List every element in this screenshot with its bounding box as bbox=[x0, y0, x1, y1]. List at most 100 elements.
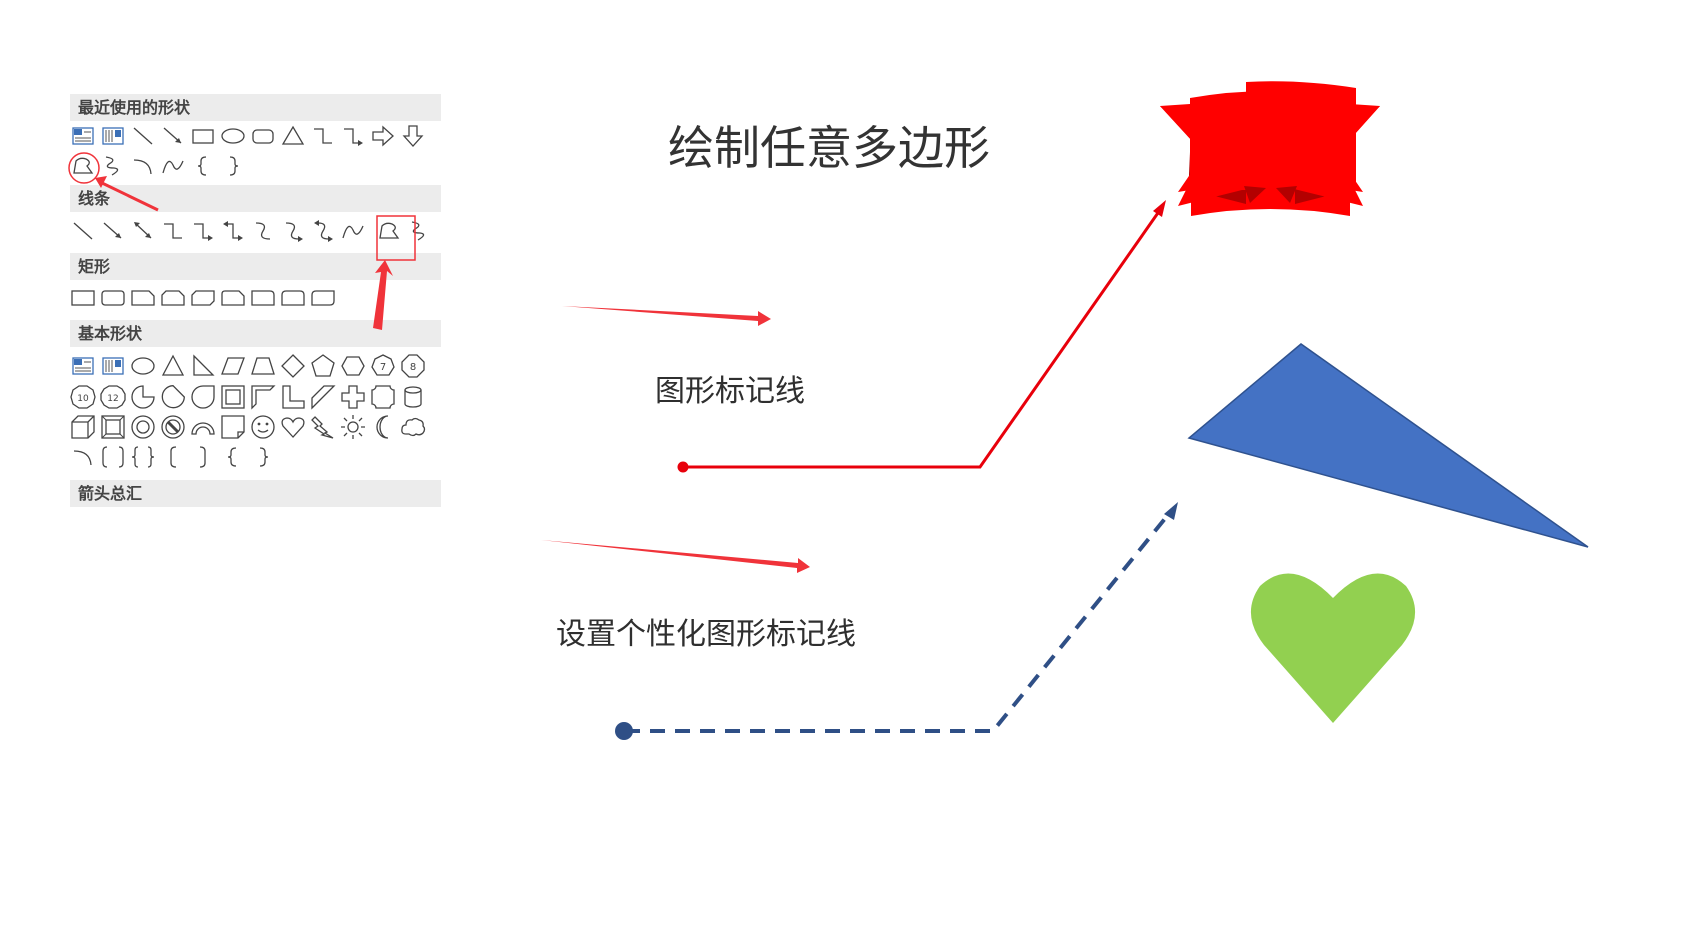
right-bracket-icon[interactable] bbox=[190, 444, 216, 470]
snip-same-side-rectangle-icon[interactable] bbox=[160, 285, 186, 311]
decagon-label: 10 bbox=[77, 394, 89, 404]
text-box-icon[interactable] bbox=[70, 353, 96, 379]
ribbon-banner-shape bbox=[1160, 81, 1380, 216]
pointer-arrow-lines bbox=[373, 260, 393, 330]
plus-icon[interactable] bbox=[340, 384, 366, 410]
marker-line-red bbox=[683, 209, 1162, 469]
pie-icon[interactable] bbox=[130, 384, 156, 410]
arrow-line-icon[interactable] bbox=[160, 123, 186, 149]
rounded-rectangle-icon[interactable] bbox=[250, 123, 276, 149]
curve-icon[interactable] bbox=[160, 153, 186, 179]
triangle-icon[interactable] bbox=[160, 353, 186, 379]
snip-round-rectangle-icon[interactable] bbox=[220, 285, 246, 311]
triangle-icon[interactable] bbox=[280, 123, 306, 149]
scribble-icon[interactable] bbox=[100, 153, 126, 179]
scribble-icon[interactable] bbox=[406, 218, 432, 244]
elbow-arrow-connector-icon[interactable] bbox=[340, 123, 366, 149]
freeform-shape-icon[interactable] bbox=[376, 218, 402, 244]
arc-icon[interactable] bbox=[70, 444, 96, 470]
elbow-connector-icon[interactable] bbox=[160, 218, 186, 244]
line-icon[interactable] bbox=[130, 123, 156, 149]
diagonal-stripe-icon[interactable] bbox=[310, 384, 336, 410]
plaque-icon[interactable] bbox=[370, 384, 396, 410]
marker-line-start-dot bbox=[677, 461, 689, 473]
folded-corner-icon[interactable] bbox=[220, 414, 246, 440]
octagon-label: 8 bbox=[410, 362, 416, 373]
arc-icon[interactable] bbox=[130, 153, 156, 179]
elbow-double-arrow-connector-icon[interactable] bbox=[220, 218, 246, 244]
round-single-corner-rectangle-icon[interactable] bbox=[250, 285, 276, 311]
arrow-line-icon[interactable] bbox=[100, 218, 126, 244]
double-brace-icon[interactable] bbox=[130, 444, 156, 470]
dodecagon-icon[interactable]: 12 bbox=[100, 384, 126, 410]
curved-connector-icon[interactable] bbox=[250, 218, 276, 244]
block-arc-icon[interactable] bbox=[190, 414, 216, 440]
down-arrow-icon[interactable] bbox=[400, 123, 426, 149]
right-arrow-icon[interactable] bbox=[370, 123, 396, 149]
parallelogram-icon[interactable] bbox=[220, 353, 246, 379]
pentagon-icon[interactable] bbox=[310, 353, 336, 379]
diamond-icon[interactable] bbox=[280, 353, 306, 379]
rectangle-icon[interactable] bbox=[190, 123, 216, 149]
smiley-face-icon[interactable] bbox=[250, 414, 276, 440]
oval-icon[interactable] bbox=[220, 123, 246, 149]
rounded-rectangle-icon[interactable] bbox=[100, 285, 126, 311]
chord-icon[interactable] bbox=[160, 384, 186, 410]
marker-line-label: 图形标记线 bbox=[655, 374, 805, 409]
cloud-icon[interactable] bbox=[400, 414, 426, 440]
teardrop-icon[interactable] bbox=[190, 384, 216, 410]
right-triangle-icon[interactable] bbox=[190, 353, 216, 379]
octagon-icon[interactable]: 8 bbox=[400, 353, 426, 379]
heart-outline-icon[interactable] bbox=[280, 414, 306, 440]
frame-icon[interactable] bbox=[220, 384, 246, 410]
cube-icon[interactable] bbox=[70, 414, 96, 440]
lines-freeform-highlight-box bbox=[376, 215, 416, 261]
lightning-bolt-icon[interactable] bbox=[310, 414, 336, 440]
trapezoid-icon[interactable] bbox=[250, 353, 276, 379]
elbow-arrow-connector-icon[interactable] bbox=[190, 218, 216, 244]
elbow-connector-icon[interactable] bbox=[310, 123, 336, 149]
text-box-icon[interactable] bbox=[70, 123, 96, 149]
left-bracket-icon[interactable] bbox=[160, 444, 186, 470]
donut-icon[interactable] bbox=[130, 414, 156, 440]
curved-double-arrow-connector-icon[interactable] bbox=[310, 218, 336, 244]
half-frame-icon[interactable] bbox=[250, 384, 276, 410]
slide-title: 绘制任意多边形 bbox=[668, 121, 990, 175]
dodecagon-label: 12 bbox=[107, 394, 118, 404]
double-arrow-line-icon[interactable] bbox=[130, 218, 156, 244]
oval-icon[interactable] bbox=[130, 353, 156, 379]
pointer-arrow-to-custom-line bbox=[541, 540, 810, 573]
pointer-arrow-recent-shaft bbox=[99, 180, 159, 212]
round-same-side-rectangle-icon[interactable] bbox=[280, 285, 306, 311]
freeform-shape-icon[interactable] bbox=[70, 153, 96, 179]
decagon-icon[interactable]: 10 bbox=[70, 384, 96, 410]
right-brace-icon[interactable] bbox=[220, 153, 246, 179]
bevel-icon[interactable] bbox=[100, 414, 126, 440]
marker-line-arrowhead bbox=[1153, 200, 1166, 217]
can-icon[interactable] bbox=[400, 384, 426, 410]
hexagon-icon[interactable] bbox=[340, 353, 366, 379]
snip-corner-rectangle-icon[interactable] bbox=[130, 285, 156, 311]
left-brace-icon[interactable] bbox=[220, 444, 246, 470]
double-bracket-icon[interactable] bbox=[100, 444, 126, 470]
vertical-text-box-icon[interactable] bbox=[100, 353, 126, 379]
round-diagonal-rectangle-icon[interactable] bbox=[310, 285, 336, 311]
section-header-arrows: 箭头总汇 bbox=[70, 480, 441, 507]
section-header-recent: 最近使用的形状 bbox=[70, 94, 441, 121]
snip-diagonal-rectangle-icon[interactable] bbox=[190, 285, 216, 311]
curved-arrow-connector-icon[interactable] bbox=[280, 218, 306, 244]
no-symbol-icon[interactable] bbox=[160, 414, 186, 440]
right-brace-icon[interactable] bbox=[250, 444, 276, 470]
left-brace-icon[interactable] bbox=[190, 153, 216, 179]
vertical-text-box-icon[interactable] bbox=[100, 123, 126, 149]
line-icon[interactable] bbox=[70, 218, 96, 244]
curve-icon[interactable] bbox=[340, 218, 366, 244]
heptagon-icon[interactable]: 7 bbox=[370, 353, 396, 379]
rectangle-icon[interactable] bbox=[70, 285, 96, 311]
custom-marker-line-label: 设置个性化图形标记线 bbox=[556, 617, 856, 652]
custom-marker-line-start-dot bbox=[615, 722, 633, 740]
moon-icon[interactable] bbox=[370, 414, 396, 440]
l-shape-icon[interactable] bbox=[280, 384, 306, 410]
sun-icon[interactable] bbox=[340, 414, 366, 440]
